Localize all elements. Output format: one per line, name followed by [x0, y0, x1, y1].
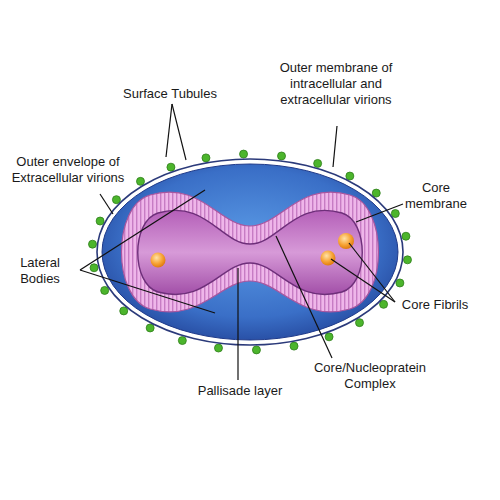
- surface-tubule: [278, 152, 286, 160]
- surface-tubule: [214, 344, 222, 352]
- surface-tubule: [380, 300, 388, 308]
- leader-line: [276, 236, 332, 358]
- surface-tubule: [146, 324, 154, 332]
- surface-tubule: [136, 177, 144, 185]
- surface-tubule: [403, 256, 411, 264]
- leader-line: [100, 194, 113, 214]
- outer-membrane: [102, 164, 398, 340]
- surface-tubule: [90, 264, 98, 272]
- part-label: Lateral Bodies: [4, 255, 76, 287]
- part-label: Pallisade layer: [178, 383, 302, 399]
- leader-line: [356, 204, 403, 222]
- part-label: Outer membrane of intracellular and extr…: [265, 60, 407, 108]
- surface-tubule: [167, 163, 175, 171]
- leader-line: [172, 104, 186, 160]
- part-label: Core membrane: [400, 180, 472, 212]
- surface-tubule: [89, 240, 97, 248]
- leader-line: [80, 270, 215, 313]
- leader-line: [80, 190, 205, 270]
- part-label: Surface Tubules: [108, 86, 232, 102]
- surface-tubule: [356, 319, 364, 327]
- surface-tubule: [314, 159, 322, 167]
- surface-tubule: [112, 196, 120, 204]
- surface-tubule: [202, 154, 210, 162]
- leader-line: [166, 104, 172, 157]
- surface-tubule: [290, 342, 298, 350]
- core-membrane: [138, 210, 363, 294]
- pallisade-layer: [122, 192, 379, 312]
- surface-tubule: [402, 232, 410, 240]
- leader-line: [237, 268, 238, 380]
- surface-tubule: [396, 279, 404, 287]
- surface-tubule: [346, 172, 354, 180]
- surface-tubule: [325, 333, 333, 341]
- surface-tubule: [391, 210, 399, 218]
- surface-tubule: [240, 150, 248, 158]
- surface-tubule: [372, 189, 380, 197]
- outer-envelope: [97, 159, 403, 345]
- surface-tubules: [89, 150, 412, 354]
- surface-tubule: [178, 337, 186, 345]
- part-label: Core Fibrils: [383, 297, 487, 313]
- leader-line: [349, 243, 395, 302]
- core-fibril: [151, 253, 166, 268]
- surface-tubule: [101, 286, 109, 294]
- core-fibril: [321, 251, 336, 266]
- surface-tubule: [96, 217, 104, 225]
- leader-line: [333, 126, 337, 167]
- leader-lines: [80, 104, 403, 380]
- surface-tubule: [120, 307, 128, 315]
- part-label: Outer envelope of Extracellular virions: [0, 154, 136, 186]
- part-label: Core/Nucleopratein Complex: [300, 360, 440, 392]
- leader-line: [331, 259, 395, 302]
- surface-tubule: [252, 346, 260, 354]
